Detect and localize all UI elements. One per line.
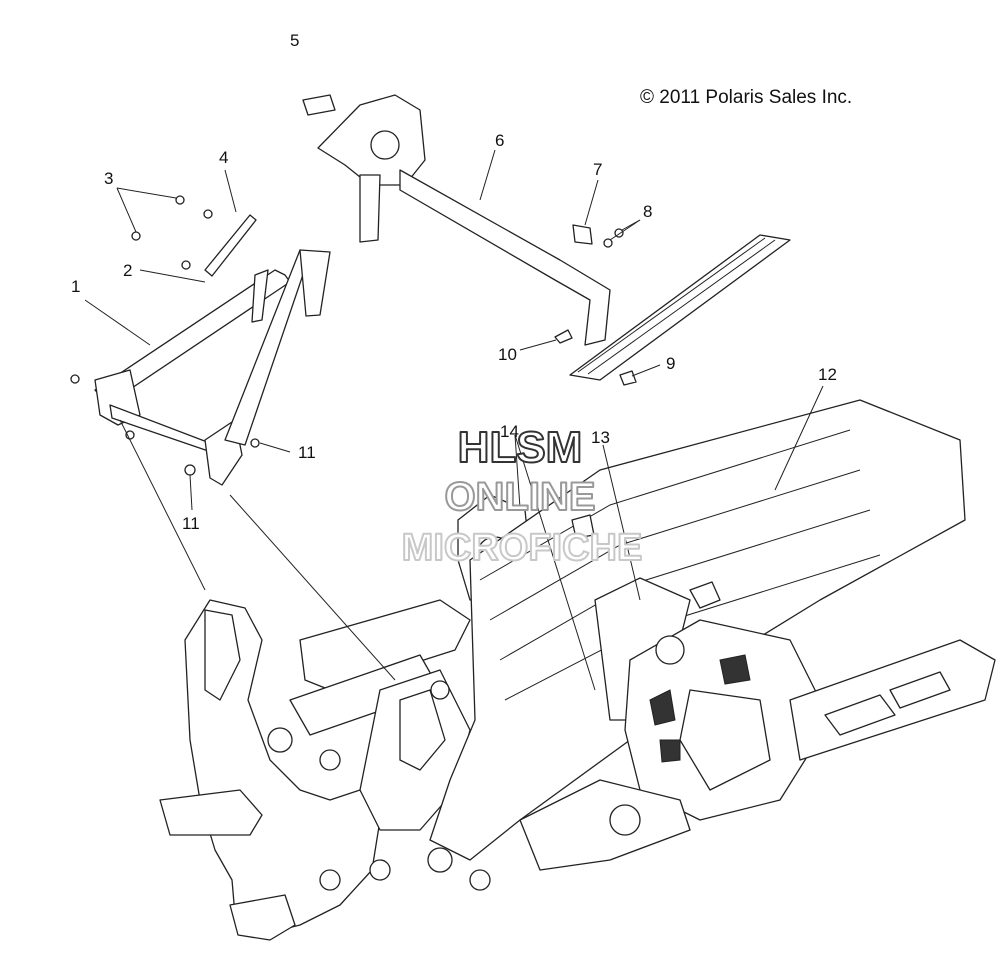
small-parts xyxy=(131,94,637,448)
clip-part-7 xyxy=(572,224,593,245)
watermark: HLSM ONLINE MICROFICHE xyxy=(401,422,644,570)
front-upper-frame xyxy=(70,249,311,486)
callout-3: 3 xyxy=(104,169,113,188)
callout-13: 13 xyxy=(591,428,610,447)
callout-2: 2 xyxy=(123,261,132,280)
callout-11-right: 11 xyxy=(298,443,316,462)
watermark-line-1: HLSM xyxy=(458,423,583,472)
callout-6: 6 xyxy=(495,131,504,150)
copyright-notice: © 2011 Polaris Sales Inc. xyxy=(640,87,852,108)
watermark-line-3: MICROFICHE xyxy=(402,527,643,569)
callout-1: 1 xyxy=(71,277,80,296)
chassis-frame xyxy=(159,399,996,941)
leader-lines xyxy=(84,149,824,691)
running-board-rail xyxy=(569,234,791,381)
callout-11-lower: 11 xyxy=(182,514,200,533)
callout-4: 4 xyxy=(219,148,228,167)
cable-assembly xyxy=(299,249,331,317)
watermark-line-2: ONLINE xyxy=(444,475,595,519)
callout-labels: 1 2 3 4 5 6 7 8 9 10 11 11 12 13 14 xyxy=(71,31,837,533)
callout-9: 9 xyxy=(666,354,675,373)
callout-14: 14 xyxy=(500,422,519,441)
cable-part-4 xyxy=(204,214,257,277)
decal-part-5 xyxy=(302,94,336,116)
callout-5: 5 xyxy=(290,31,299,50)
clip-part-10 xyxy=(554,329,573,344)
steering-post xyxy=(317,94,611,346)
callout-8: 8 xyxy=(643,202,652,221)
callout-10: 10 xyxy=(498,345,517,364)
callout-12: 12 xyxy=(818,365,837,384)
clip-part-9 xyxy=(619,370,637,386)
callout-7: 7 xyxy=(593,160,602,179)
